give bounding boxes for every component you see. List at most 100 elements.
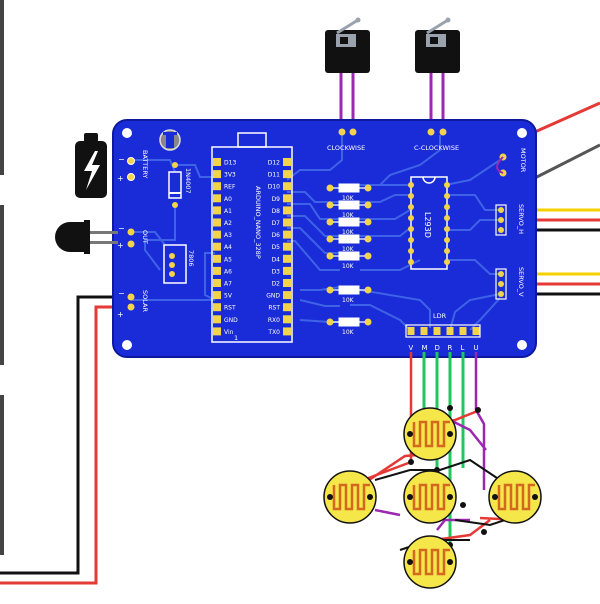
resistor: 10K [326, 217, 372, 236]
out-label: OUT [141, 230, 149, 244]
nano-right-pin-label: D5 [272, 244, 281, 251]
l293d-pin [408, 248, 414, 254]
nano-left-pin-label: A1 [224, 208, 232, 215]
nano-right-pad [283, 194, 291, 203]
servo-v-label: SERVO_V [517, 267, 525, 297]
battery-minus: − [118, 155, 125, 164]
nano-right-pad [283, 158, 291, 166]
resistor-label: 10K [342, 195, 355, 202]
l293d-pin [444, 259, 450, 265]
nano-label: ARDUINO_NANO_328P [254, 186, 262, 259]
ldr-sensor-icon [403, 535, 457, 589]
ldr-header-pin [472, 327, 480, 335]
nano-right-pad [283, 303, 291, 312]
limit-switch-c-clockwise-icon [415, 17, 460, 73]
l293d-pin [408, 182, 414, 188]
resistor: 10K [326, 183, 372, 202]
nano-left-pin-label: A3 [224, 232, 232, 239]
ldr-sensor-icon [403, 407, 457, 461]
nano-right-pad [283, 266, 291, 275]
resistor: 10K [326, 200, 372, 219]
l293d-pin [408, 237, 414, 243]
nano-left-pin-label: A5 [224, 256, 232, 263]
l293d-pin [444, 215, 450, 221]
l293d-pin [444, 193, 450, 199]
nano-right-pad [283, 206, 291, 215]
nano-left-pad [213, 291, 221, 300]
solar-wires [0, 295, 122, 585]
nano-left-pad [213, 315, 221, 324]
nano-right-pin-label: D3 [272, 268, 281, 275]
ldr-header-pin [446, 327, 454, 335]
servo-h-label: SERVO_H [517, 204, 525, 234]
resistor-label: 10K [342, 329, 355, 336]
nano-left-pad [213, 170, 221, 179]
nano-left-pin-label: D13 [224, 160, 236, 167]
resistor-label: 10K [342, 246, 355, 253]
nano-right-pin-label: D7 [272, 220, 281, 227]
nano-right-pin-label: D6 [272, 232, 281, 239]
out-connector: − + OUT [117, 224, 149, 250]
nano-right-pad [283, 170, 291, 179]
nano-left-pin-label: Vin [224, 329, 234, 336]
nano-right-pin-label: RST [268, 305, 280, 312]
ldr-sensor-group [323, 407, 542, 589]
nano-right-pad [283, 230, 291, 239]
nano-left-pin-label: A6 [224, 268, 232, 275]
ldr-sensor-icon [323, 470, 377, 524]
servo-h-connector: SERVO_H [495, 204, 525, 236]
arduino-nano: ARDUINO_NANO_328P 1 D133V3REFA0A1A2A3A4A… [211, 132, 293, 343]
ldr-header-letter: V [409, 344, 414, 352]
solar-plus: + [117, 310, 124, 319]
solar-label: SOLAR [141, 290, 149, 312]
diode-label: 1N4007 [184, 168, 192, 194]
l293d-pin [408, 226, 414, 232]
nano-left-pin-label: 3V3 [224, 172, 236, 179]
ldr-header-letter: D [435, 344, 440, 352]
nano-right-pad [283, 315, 291, 324]
battery-icon [75, 133, 107, 198]
nano-right-pin-label: D11 [268, 172, 280, 179]
nano-right-pad [283, 327, 291, 336]
battery-plus: + [117, 174, 124, 183]
ldr-header-pin [459, 327, 467, 335]
l293d-pin [408, 259, 414, 265]
l293d-pin [444, 204, 450, 210]
l293d-pin [408, 215, 414, 221]
nano-left-pad [213, 279, 221, 287]
nano-left-pad [213, 327, 221, 336]
nano-left-pad [213, 303, 221, 312]
nano-left-pad [213, 254, 221, 263]
ldr-header-letter: M [422, 344, 428, 352]
nano-left-pad [213, 230, 221, 239]
nano-right-pad [283, 254, 291, 263]
out-minus: − [118, 224, 125, 233]
l293d-pin [444, 248, 450, 254]
resistor: 10K [326, 234, 372, 253]
limit-switch-clockwise-icon [325, 17, 370, 73]
left-edge-strips [0, 0, 4, 555]
board-logo-icon [159, 129, 181, 151]
nano-right-pin-label: D8 [272, 208, 281, 215]
nano-left-pad [213, 242, 221, 251]
nano-left-pin-label: A4 [224, 244, 232, 251]
resistor-label: 10K [342, 212, 355, 219]
nano-right-pin-label: D2 [272, 281, 281, 288]
nano-right-pin-label: D4 [272, 256, 281, 263]
regulator-label: 7806 [187, 250, 195, 267]
clockwise-label: CLOCKWISE [327, 144, 365, 152]
motor-label: MOTOR [519, 148, 527, 173]
nano-pin-one: 1 [234, 334, 238, 342]
nano-left-pad [213, 206, 221, 215]
nano-left-pad [213, 158, 221, 166]
pcb-traces [130, 135, 501, 331]
l293d-pin [408, 193, 414, 199]
nano-left-pad [213, 266, 221, 275]
nano-left-pin-label: 5V [224, 293, 233, 300]
resistor: 10K [326, 251, 372, 270]
nano-left-pin-label: RST [224, 305, 236, 312]
nano-left-pin-label: GND [224, 317, 238, 324]
solar-connector: − + SOLAR [117, 289, 149, 319]
